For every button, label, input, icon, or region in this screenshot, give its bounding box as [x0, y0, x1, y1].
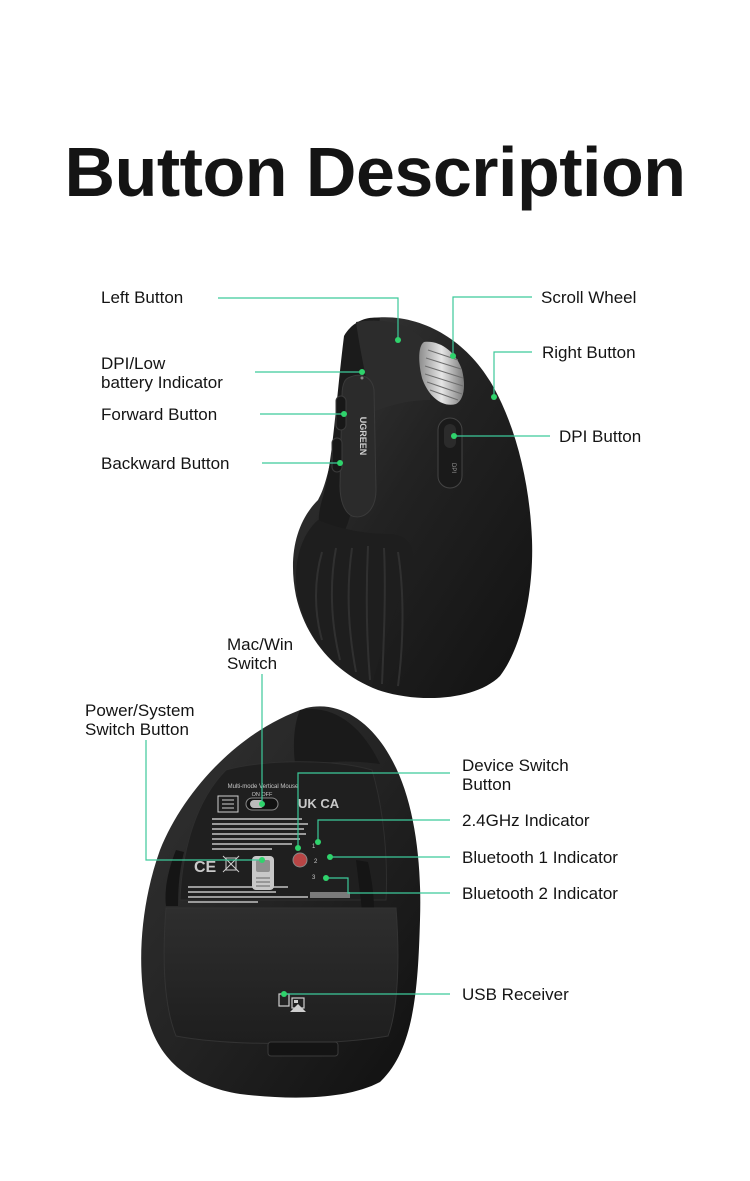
- label-device-switch-line2: Button: [462, 775, 512, 794]
- brand-print-top: UGREEN: [358, 417, 368, 456]
- label-device-switch: Device Switch Button: [462, 756, 569, 794]
- ce-mark-icon: CE: [194, 859, 217, 876]
- label-bluetooth2-indicator: Bluetooth 2 Indicator: [462, 884, 618, 903]
- mouse-top-illustration: UGREEN DPI: [292, 317, 533, 699]
- label-mac-win-switch: Mac/Win Switch: [227, 635, 293, 673]
- label-dpi-button: DPI Button: [559, 427, 642, 446]
- label-power-system-switch: Power/System Switch Button: [85, 701, 195, 739]
- label-device-switch-line1: Device Switch: [462, 756, 569, 775]
- model-line-print: Multi-mode Vertical Mouse: [228, 784, 299, 790]
- ukca-print: UK CA: [298, 796, 340, 811]
- label-mac-win-line1: Mac/Win: [227, 635, 294, 654]
- channel-2-print: 2: [314, 859, 318, 865]
- leader-lines: [145, 296, 550, 995]
- device-switch-part: [292, 852, 308, 868]
- page-title: Button Description: [64, 133, 686, 211]
- label-power-line2: Switch Button: [85, 720, 189, 739]
- label-dpi-low-battery: DPI/Low battery Indicator: [101, 354, 223, 392]
- label-dpi-low-battery-line2: battery Indicator: [101, 373, 223, 392]
- label-dpi-low-battery-line1: DPI/Low: [101, 354, 166, 373]
- channel-1-print: 1: [312, 844, 316, 850]
- eac-mark-icon: [217, 795, 239, 813]
- dpi-print: DPI: [450, 463, 456, 473]
- mouse-bottom-illustration: Multi-mode Vertical Mouse ON OFF UK CA: [141, 706, 421, 1098]
- label-usb-receiver: USB Receiver: [462, 985, 569, 1004]
- label-mac-win-line2: Switch: [227, 654, 278, 673]
- label-24ghz-indicator: 2.4GHz Indicator: [462, 811, 590, 830]
- label-power-line1: Power/System: [85, 701, 195, 720]
- label-scroll-wheel: Scroll Wheel: [541, 288, 637, 307]
- callout-dots: [259, 337, 497, 997]
- label-bluetooth1-indicator: Bluetooth 1 Indicator: [462, 848, 618, 867]
- label-forward-button: Forward Button: [101, 405, 218, 424]
- weee-bin-icon: [222, 855, 240, 873]
- backward-button-part: [331, 437, 343, 473]
- label-backward-button: Backward Button: [101, 454, 230, 473]
- label-right-button: Right Button: [542, 343, 636, 362]
- channel-3-print: 3: [312, 875, 316, 881]
- label-left-button: Left Button: [101, 288, 184, 307]
